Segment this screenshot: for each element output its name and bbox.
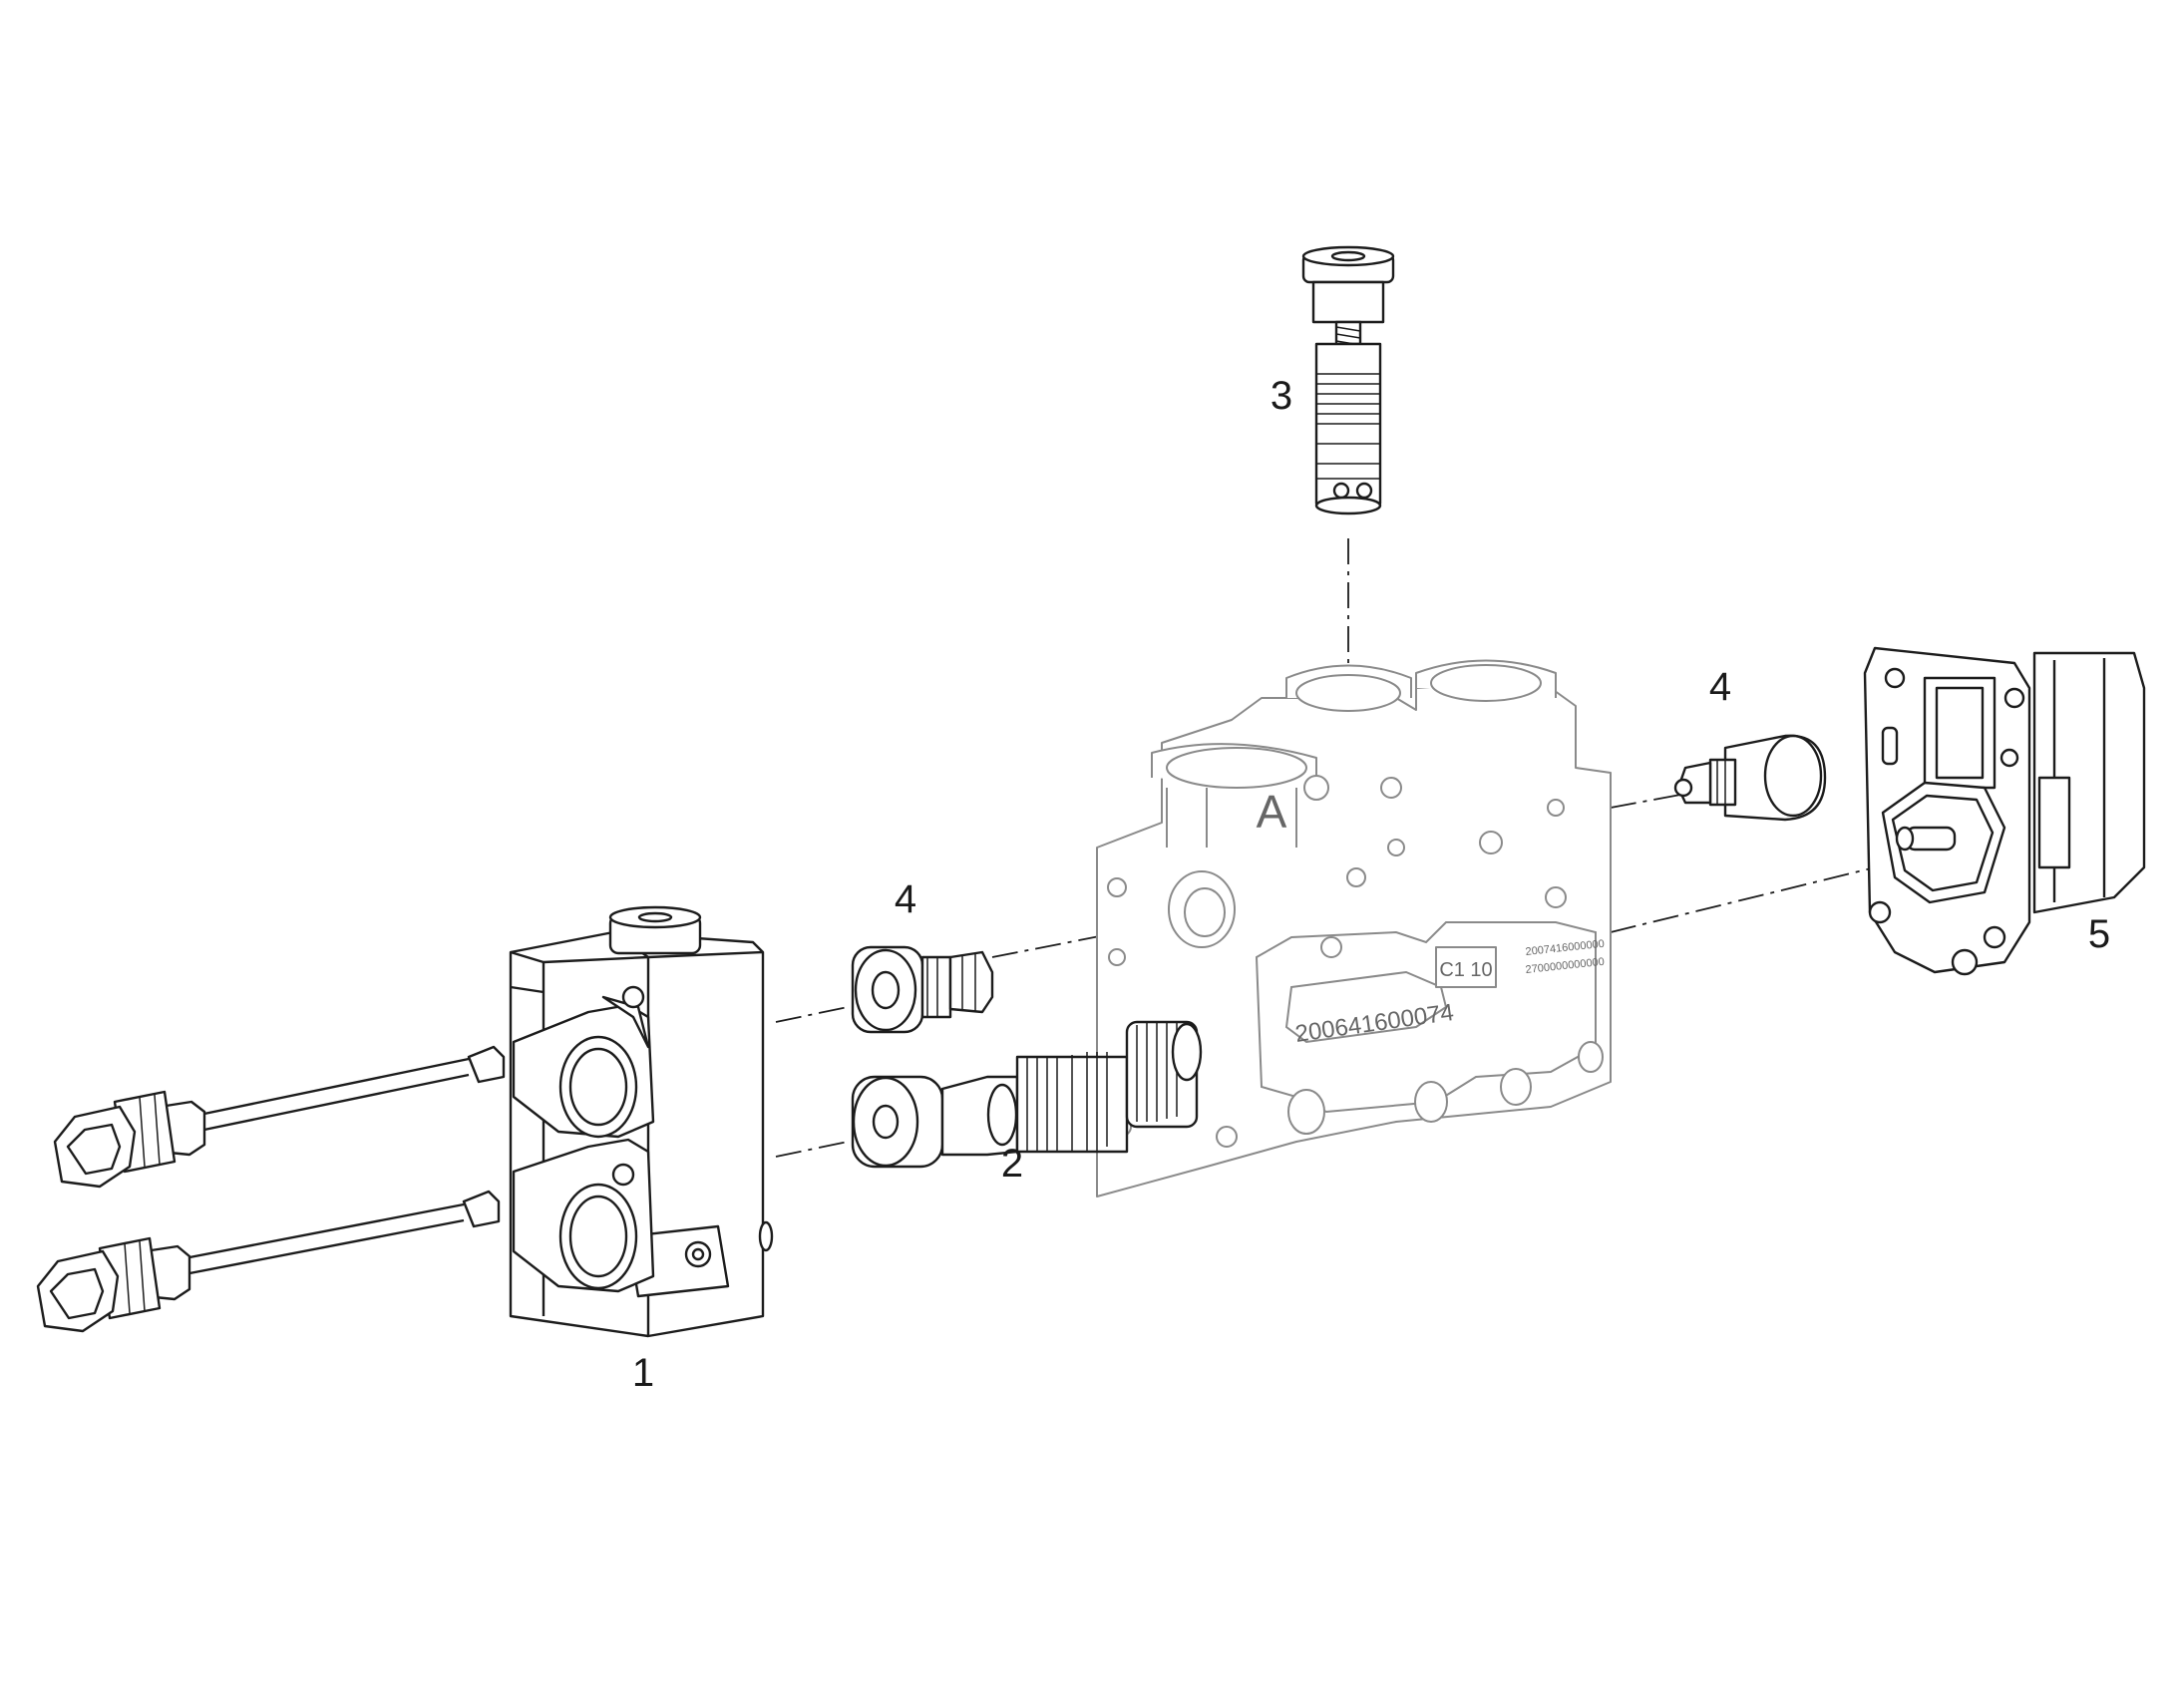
callout-4-right: 4 — [1709, 665, 1731, 709]
callouts: 1 2 3 4 4 5 — [632, 374, 2110, 1395]
actuator-housing-icon — [1863, 646, 2146, 976]
port-letter-label: A — [1257, 786, 1287, 838]
solenoid-coil-icon — [462, 985, 655, 1293]
wires — [183, 1057, 470, 1276]
callout-4-left: 4 — [895, 877, 916, 921]
callout-2: 2 — [1001, 1142, 1023, 1186]
check-valve-icon — [851, 945, 994, 1034]
callout-3: 3 — [1271, 374, 1292, 418]
check-valve-icon-right — [1673, 734, 1827, 822]
valve-body: C1 10 2007416000000 2700000000000 200641… — [1096, 659, 1612, 1197]
callout-5: 5 — [2088, 912, 2110, 956]
connector-plug-icon — [36, 1090, 206, 1333]
code-box-frame — [1435, 946, 1497, 988]
cartridge-valve-icon — [1301, 245, 1395, 515]
code-box-label: C1 10 — [1439, 959, 1492, 981]
spool-icon — [851, 1020, 1203, 1169]
callout-1: 1 — [632, 1351, 654, 1395]
